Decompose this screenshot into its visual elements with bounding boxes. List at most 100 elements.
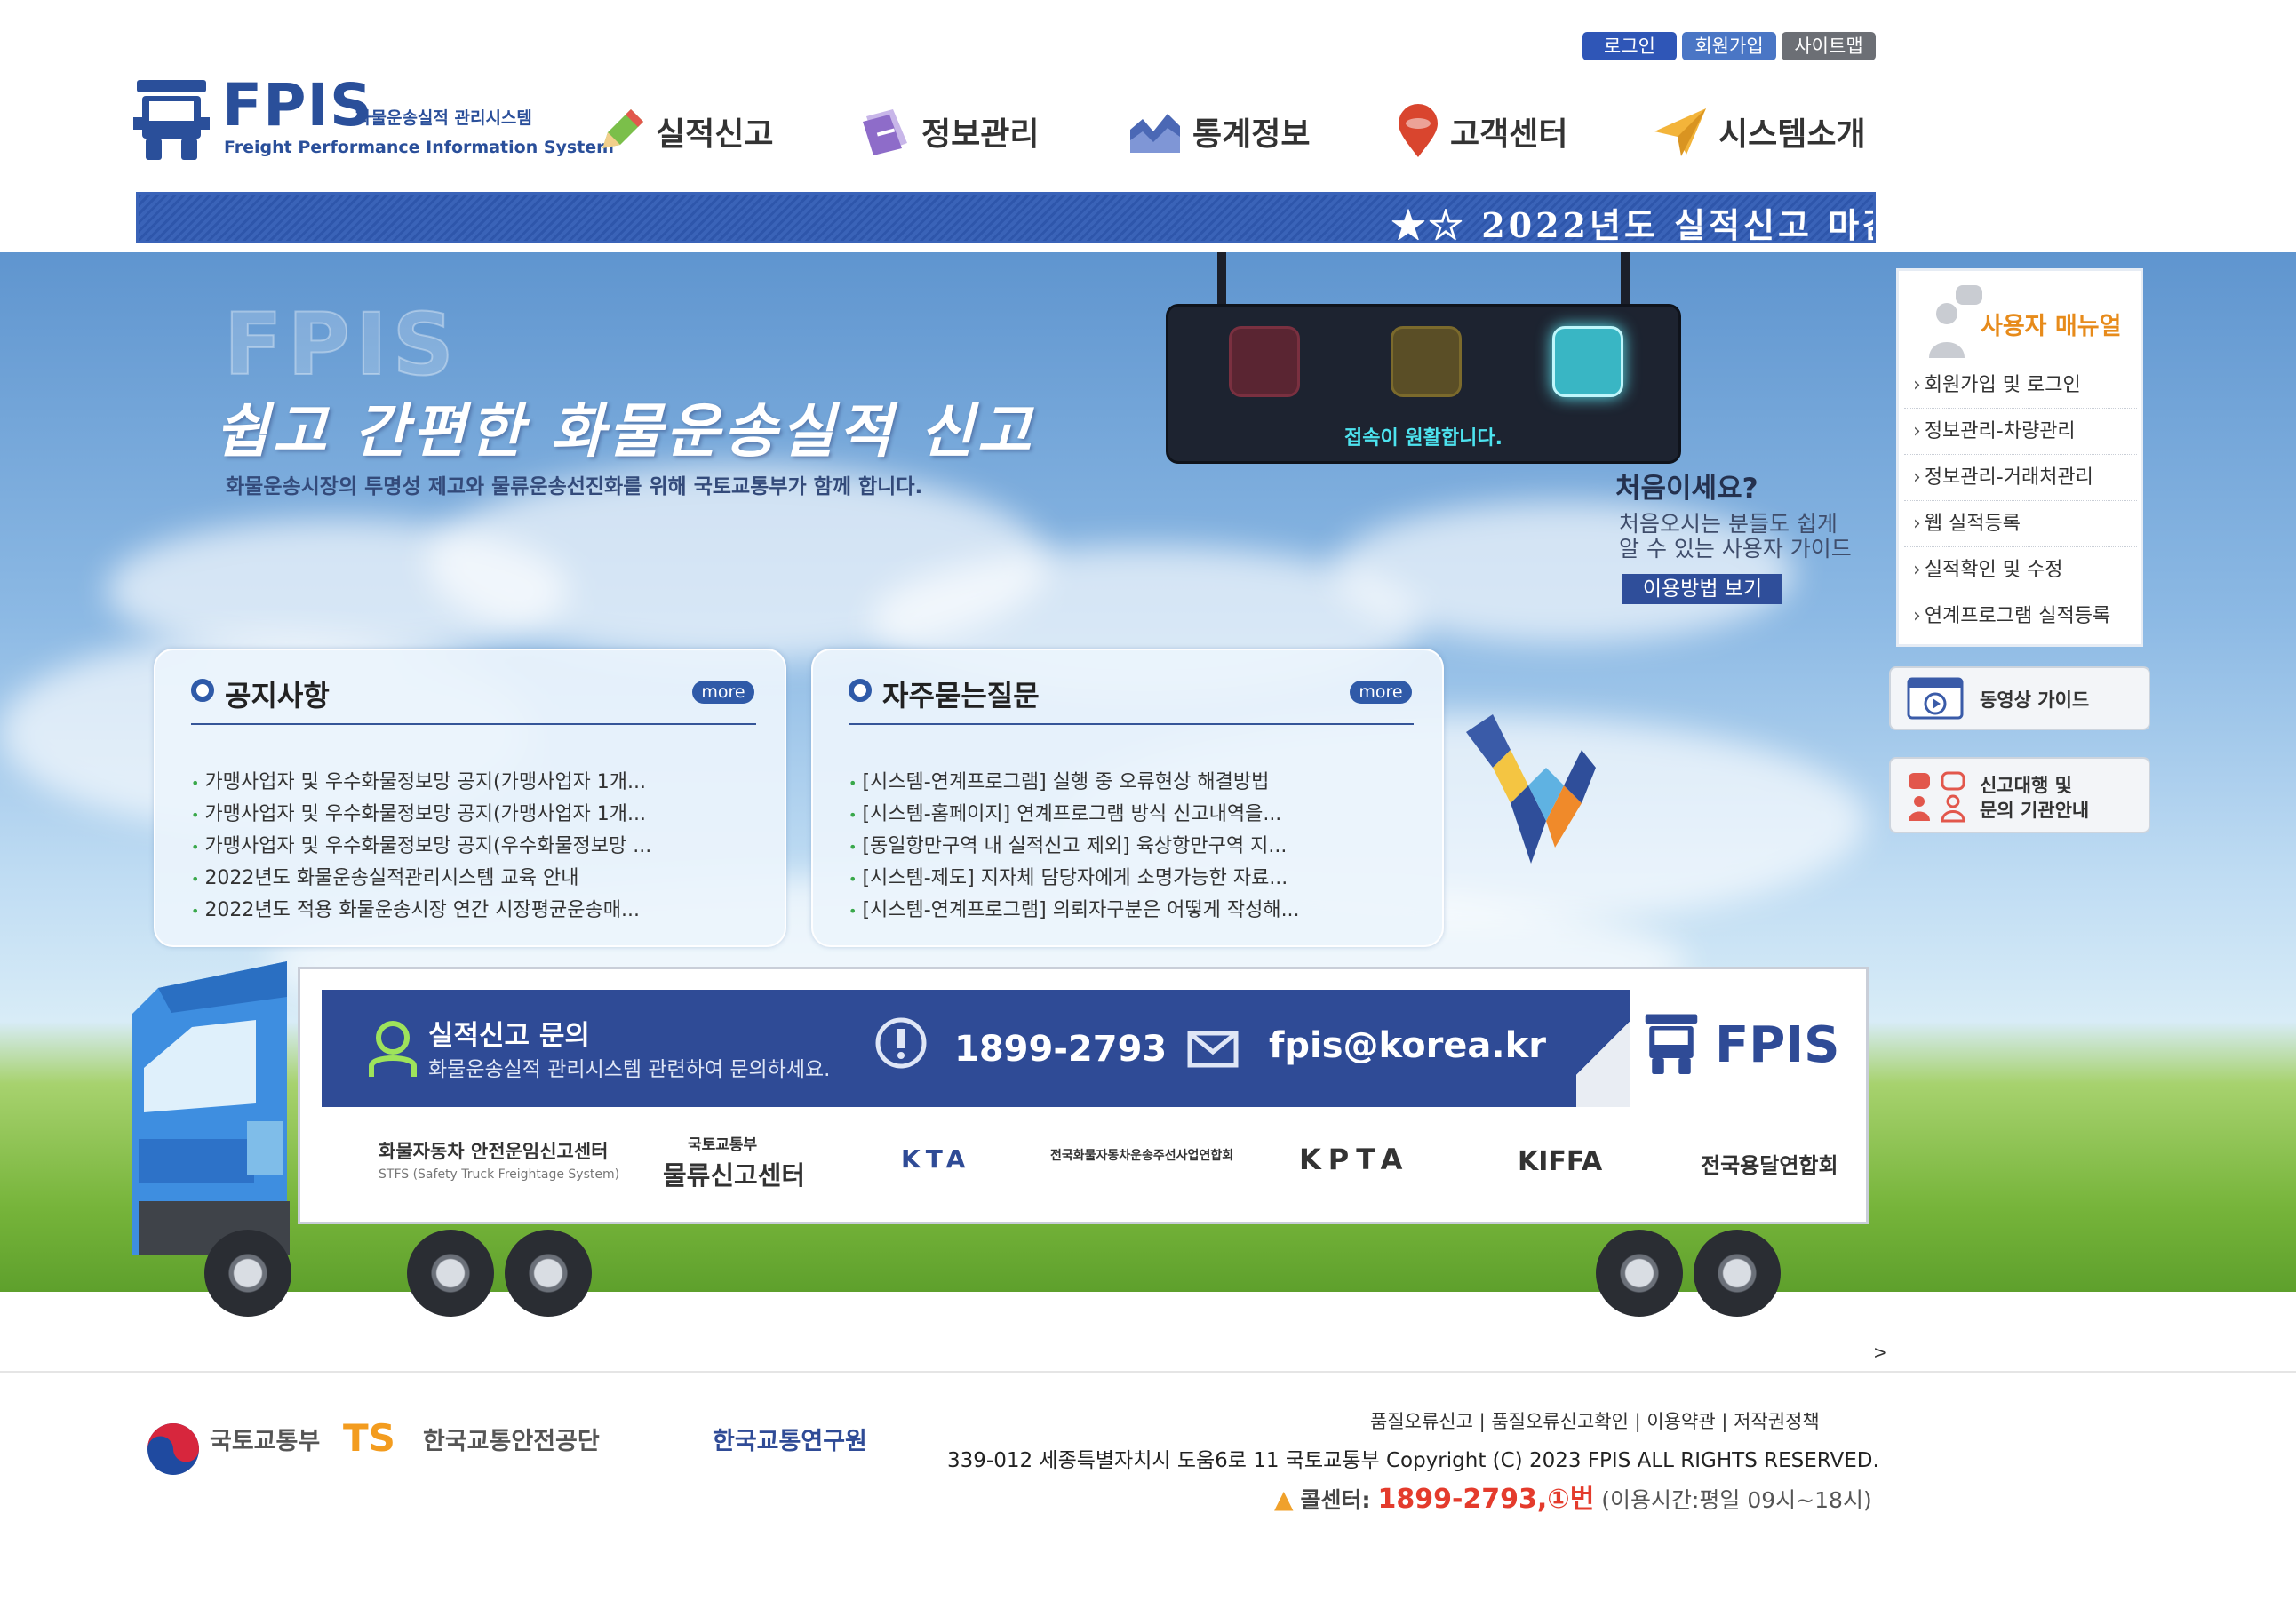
partner-stfs-sub: STFS (Safety Truck Freightage System) [379, 1167, 620, 1182]
sitemap-button[interactable]: 사이트맵 [1782, 32, 1876, 60]
notice-more-button[interactable]: more [692, 681, 754, 704]
footer-logo-ts-mark: TS [343, 1416, 395, 1460]
faq-item[interactable]: [시스템-연계프로그램] 실행 중 오류현상 해결방법 [849, 766, 1415, 798]
truck-logo-icon [133, 80, 210, 160]
footer-callcenter: ▲ 콜센터: 1899-2793,①번 (이용시간:평일 09시~18시) [1274, 1477, 1872, 1516]
faq-title: 자주묻는질문 [882, 679, 1040, 713]
bullet-icon [849, 679, 872, 702]
gnb-customer-label: 고객센터 [1450, 116, 1568, 153]
gnb-info[interactable]: 정보관리 [857, 105, 1039, 158]
gnb-stats-label: 통계정보 [1192, 116, 1311, 153]
gnb-report[interactable]: 실적신고 [595, 105, 773, 158]
gnb-about-label: 시스템소개 [1718, 116, 1866, 153]
faq-item[interactable]: [시스템-연계프로그램] 의뢰자구분은 어떻게 작성해... [849, 894, 1415, 926]
connection-status-light: 접속이 원활합니다. [1166, 304, 1681, 464]
video-guide-button[interactable]: 동영상 가이드 [1889, 666, 2150, 730]
first-time-title: 처음이세요? [1615, 473, 1758, 505]
partner-union[interactable]: 전국용달연합회 [1701, 1153, 1838, 1178]
contact-email[interactable]: fpis@korea.kr [1269, 1025, 1546, 1066]
footer-logo-ts[interactable]: 한국교통안전공단 [423, 1428, 600, 1455]
contact-banner [322, 990, 1612, 1107]
how-to-use-button[interactable]: 이용방법 보기 [1622, 574, 1782, 604]
agency-guide-button[interactable]: 신고대행 및 문의 기관안내 [1889, 757, 2150, 833]
gnb-stats[interactable]: 통계정보 [1127, 105, 1310, 158]
manual-item-check-edit[interactable]: 실적확인 및 수정 [1904, 546, 2137, 593]
faq-item[interactable]: [시스템-홈페이지] 연계프로그램 방식 신고내역을... [849, 798, 1415, 830]
truck-wheel [407, 1230, 494, 1317]
footer-link-copyright[interactable]: 저작권정책 [1734, 1411, 1820, 1432]
notice-item[interactable]: 2022년도 화물운송실적관리시스템 교육 안내 [191, 862, 758, 894]
notice-item[interactable]: 가맹사업자 및 우수화물정보망 공지(가맹사업자 1개... [191, 798, 758, 830]
callcenter-hours: (이용시간:평일 09시~18시) [1601, 1487, 1872, 1513]
truck-wheel [204, 1230, 291, 1317]
scroll-arrow[interactable]: > [1873, 1342, 1888, 1363]
location-pin-icon [1399, 104, 1438, 157]
hero-ghost-text: FPIS [223, 294, 459, 395]
site-logo[interactable] [133, 75, 560, 163]
gnb-customer[interactable]: 고객센터 [1395, 104, 1568, 158]
logo-en-text: Freight Performance Information System [224, 138, 614, 157]
manual-item-web-register[interactable]: 웹 실적등록 [1904, 500, 2137, 546]
notice-item[interactable]: 가맹사업자 및 우수화물정보망 공지(우수화물정보망 ... [191, 830, 758, 862]
partner-kffa[interactable]: 전국화물자동차운송주선사업연합회 [1050, 1149, 1234, 1163]
login-button[interactable]: 로그인 [1582, 32, 1677, 60]
faq-item[interactable]: [동일항만구역 내 실적신고 제외] 육상항만구역 지... [849, 830, 1415, 862]
agency-guide-label: 문의 기관안내 [1980, 800, 2090, 821]
footer-address: 339-012 세종특별자치시 도움6로 11 국토교통부 Copyright … [947, 1449, 1879, 1472]
molit-emblem-icon [147, 1423, 199, 1475]
gnb-report-label: 실적신고 [656, 116, 774, 153]
truck-logo-icon [1645, 1014, 1698, 1074]
notice-ticker[interactable]: ★☆ 2022년도 실적신고 마감기 [136, 192, 1876, 243]
user-manual-title: 사용자 매뉴얼 [1981, 313, 2122, 340]
truck-fpis-logo: FPIS [1715, 1016, 1840, 1074]
agency-guide-label: 신고대행 및 [1980, 775, 2072, 796]
video-guide-label: 동영상 가이드 [1980, 689, 2090, 711]
manual-item-link-program[interactable]: 연계프로그램 실적등록 [1904, 593, 2137, 639]
footer-logo-molit[interactable]: 국토교통부 [210, 1428, 321, 1455]
contact-subtitle: 화물운송실적 관리시스템 관련하여 문의하세요. [428, 1058, 831, 1081]
gnb-about[interactable]: 시스템소개 [1651, 105, 1866, 158]
footer-link-terms[interactable]: 이용약관 [1646, 1411, 1716, 1432]
notice-title: 공지사항 [225, 679, 330, 713]
user-icon [369, 1021, 417, 1077]
phone-icon [875, 1017, 927, 1069]
partner-kpta[interactable]: KPTA [1299, 1143, 1410, 1176]
footer-divider [0, 1371, 2296, 1373]
manual-item-client[interactable]: 정보관리-거래처관리 [1904, 454, 2137, 500]
contact-title: 실적신고 문의 [428, 1020, 590, 1052]
notice-item[interactable]: 2022년도 적용 화물운송시장 연간 시장평균운송매... [191, 894, 758, 926]
footer-logo-koti[interactable]: 한국교통연구원 [713, 1428, 867, 1455]
warning-icon: ▲ [1274, 1485, 1294, 1514]
partner-logistics-center[interactable]: 물류신고센터 [663, 1160, 806, 1191]
partner-kiffa[interactable]: KIFFA [1518, 1146, 1603, 1177]
first-time-desc: 알 수 있는 사용자 가이드 [1619, 536, 1852, 562]
footer-links: 품질오류신고 | 품질오류신고확인 | 이용약관 | 저작권정책 [1370, 1411, 1820, 1432]
status-red-light [1229, 326, 1300, 397]
partner-molit-small: 국토교통부 [688, 1136, 758, 1154]
faq-item[interactable]: [시스템-제도] 지자체 담당자에게 소명가능한 자료... [849, 862, 1415, 894]
user-help-icon [1929, 285, 1982, 358]
notice-item[interactable]: 가맹사업자 및 우수화물정보망 공지(가맹사업자 1개... [191, 766, 758, 798]
v-logo-icon [1466, 714, 1596, 864]
logo-kr-text: 화물운송실적 관리시스템 [355, 108, 532, 128]
pencil-icon [602, 109, 643, 148]
manual-item-join-login[interactable]: 회원가입 및 로그인 [1904, 362, 2137, 408]
manual-item-vehicle[interactable]: 정보관리-차량관리 [1904, 408, 2137, 454]
hero-title: 쉽고 간편한 화물운송실적 신고 [215, 396, 1035, 466]
bullet-icon [191, 679, 214, 702]
faq-more-button[interactable]: more [1350, 681, 1412, 704]
partner-stfs[interactable]: 화물자동차 안전운임신고센터 [379, 1141, 609, 1162]
status-yellow-light [1391, 326, 1462, 397]
footer-link-error-report[interactable]: 품질오류신고 [1370, 1411, 1473, 1432]
truck-wheel [1596, 1230, 1683, 1317]
partner-kta[interactable]: KTA [901, 1144, 971, 1174]
footer-link-error-check[interactable]: 품질오류신고확인 [1491, 1411, 1629, 1432]
join-button[interactable]: 회원가입 [1682, 32, 1776, 60]
logo-text: FPIS [222, 71, 373, 139]
first-time-desc: 처음오시는 분들도 쉽게 [1619, 511, 1838, 537]
mail-icon [1187, 1031, 1239, 1068]
notice-board: 공지사항 more 가맹사업자 및 우수화물정보망 공지(가맹사업자 1개...… [154, 649, 786, 947]
banner-fold [1576, 990, 1630, 1107]
truck-cab-illustration [132, 961, 290, 1255]
callcenter-label: 콜센터: [1300, 1487, 1371, 1513]
